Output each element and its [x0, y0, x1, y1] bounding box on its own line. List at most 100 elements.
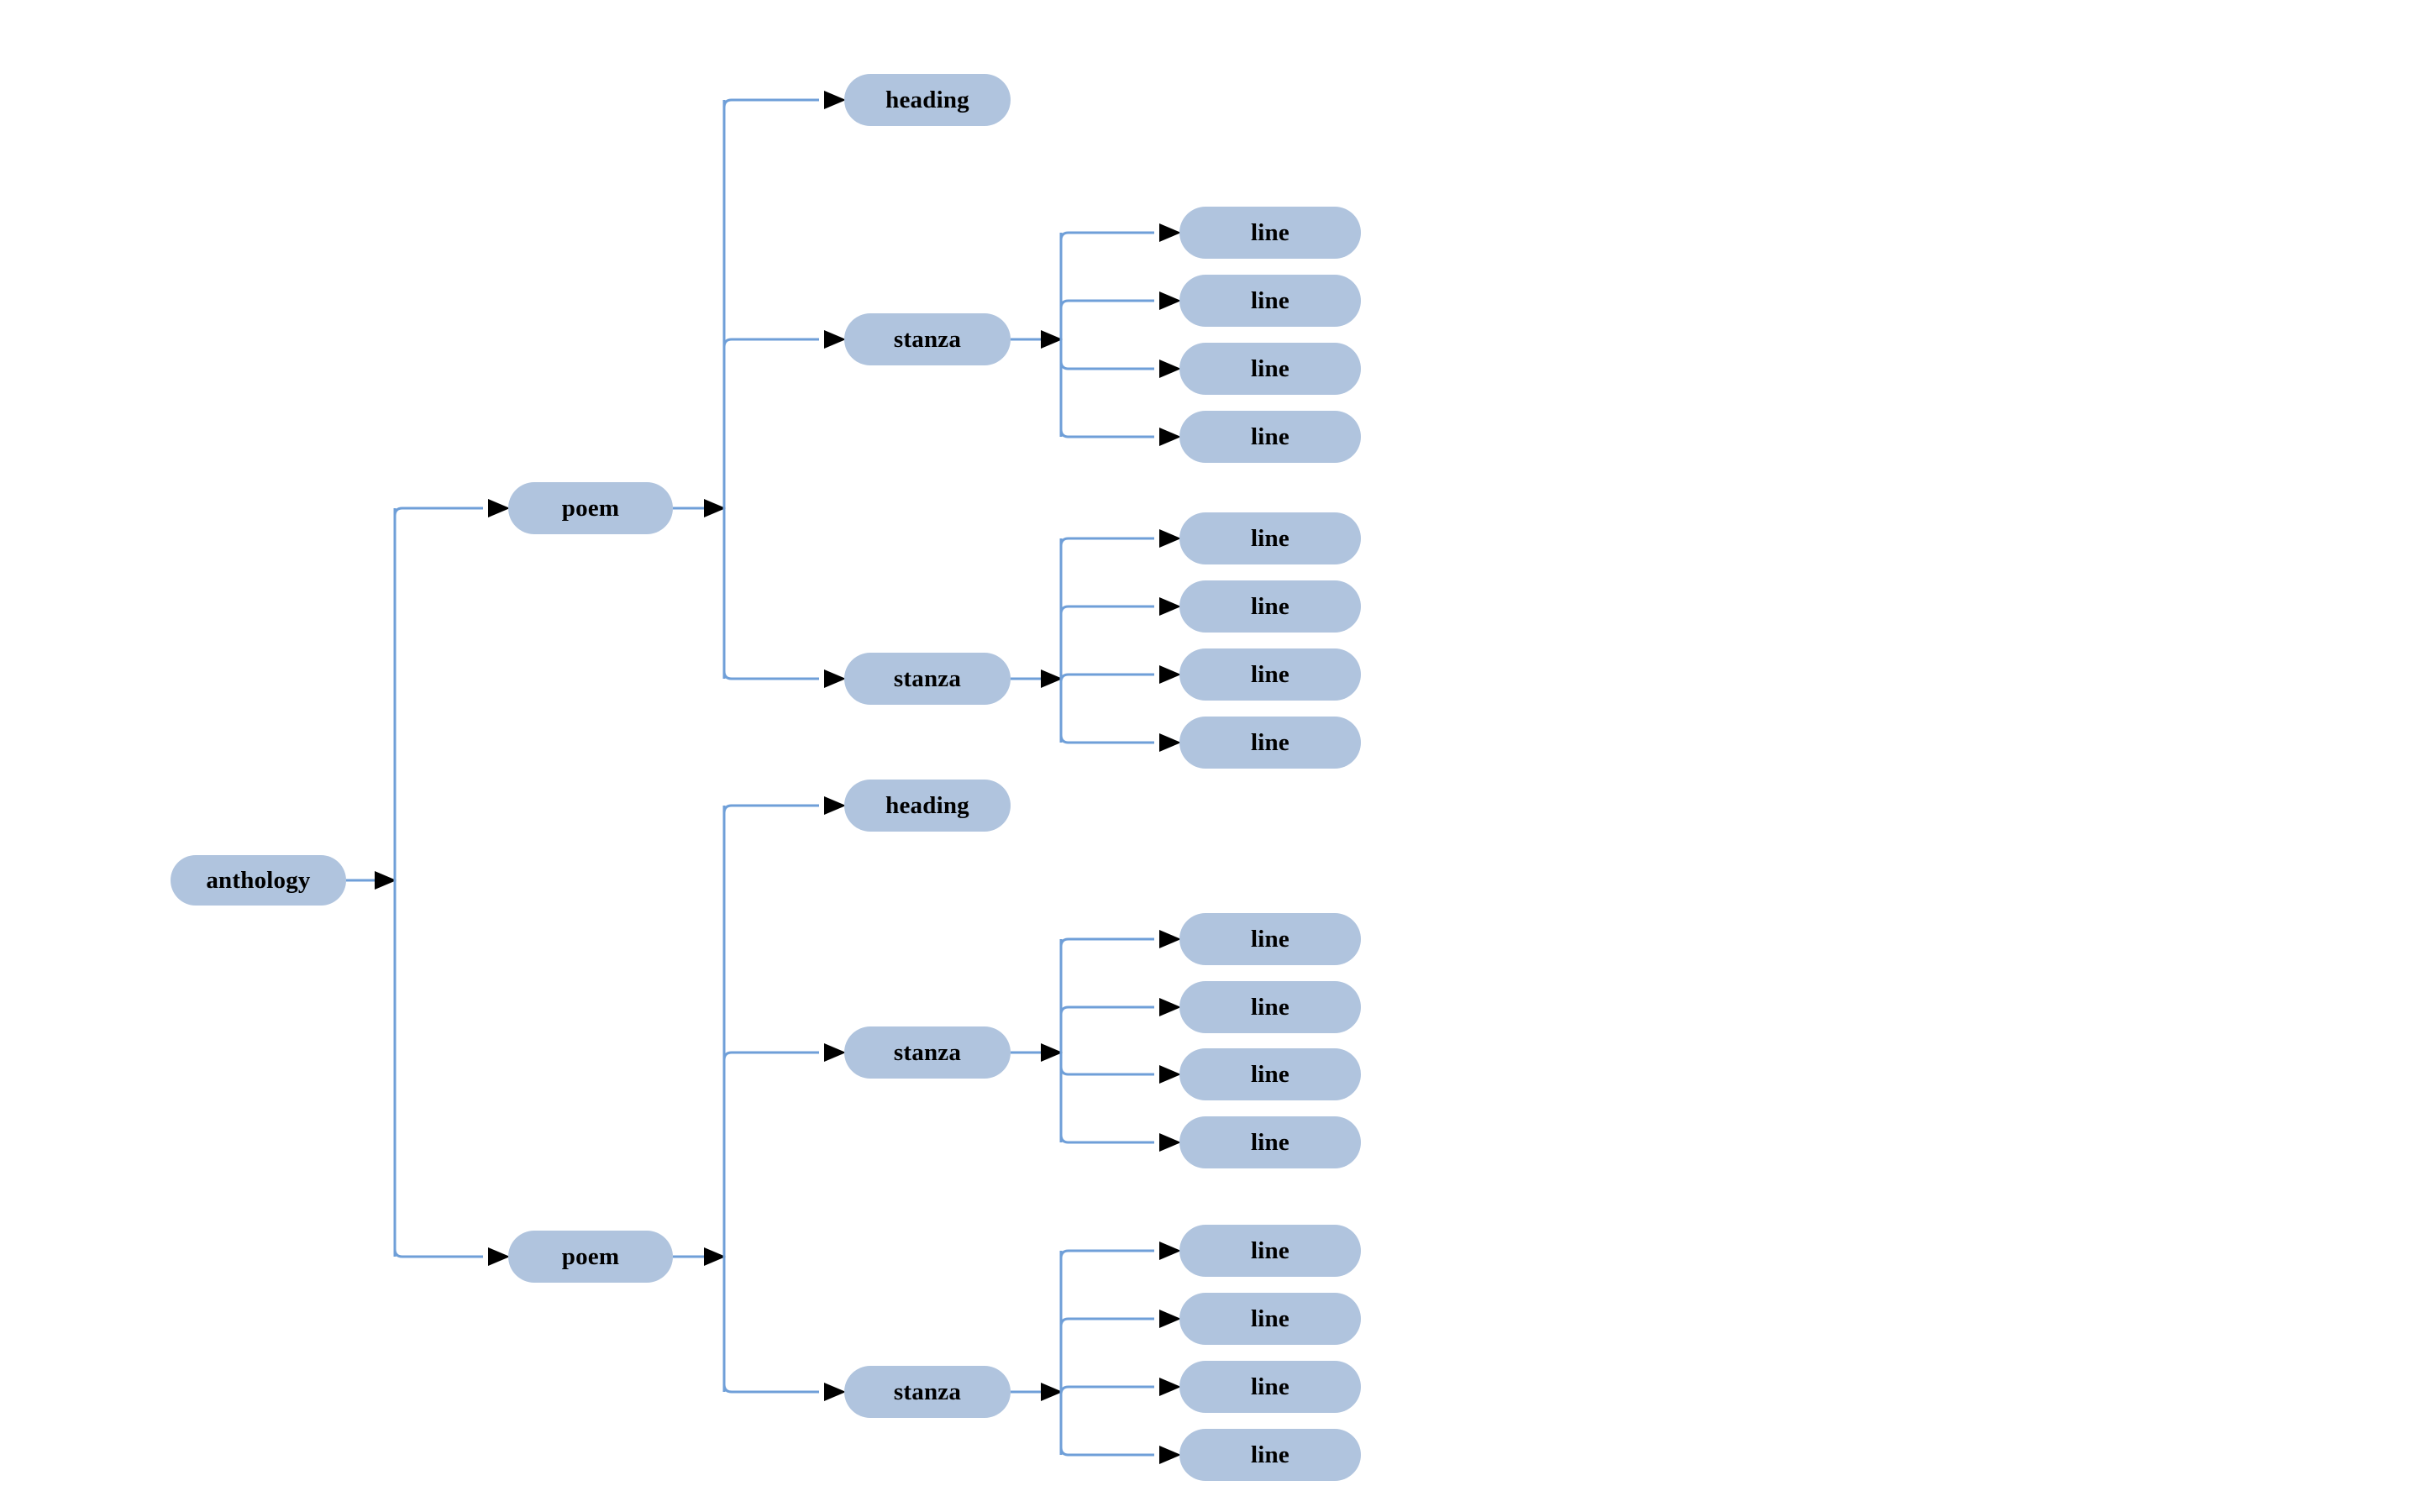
node-line-1-1-4[interactable]: line	[1179, 411, 1361, 463]
arrowhead-trunk-anthology	[375, 871, 397, 890]
node-line-1-2-3[interactable]: line	[1179, 648, 1361, 701]
node-stanza-2-2[interactable]: stanza	[844, 1366, 1011, 1418]
node-label: line	[1251, 1305, 1289, 1332]
node-label: line	[1251, 423, 1289, 450]
node-anthology[interactable]: anthology	[171, 855, 346, 906]
arrowhead-line-1-1-4	[1159, 428, 1181, 446]
node-label: line	[1251, 1128, 1289, 1156]
node-line-2-1-2[interactable]: line	[1179, 981, 1361, 1033]
arrowhead-trunk-stanza-2-1	[1041, 1043, 1063, 1062]
node-label: line	[1251, 993, 1289, 1021]
arrowhead-stanza-1-2	[824, 669, 846, 688]
arrowhead-line-2-1-3	[1159, 1065, 1181, 1084]
edge-stanza-1-1-to-line-1-1-2	[1059, 299, 1154, 309]
arrowhead-line-1-2-3	[1159, 665, 1181, 684]
arrowhead-line-1-2-4	[1159, 733, 1181, 752]
arrowhead-heading-2	[824, 796, 846, 815]
arrowhead-poem-1	[488, 499, 510, 517]
node-line-1-1-2[interactable]: line	[1179, 275, 1361, 327]
arrowhead-line-2-1-1	[1159, 930, 1181, 948]
edge-stanza-1-1-to-line-1-1-1	[1059, 231, 1154, 241]
edge-stanza-2-2-to-line-2-2-2	[1059, 1317, 1154, 1327]
arrowhead-trunk-poem-1	[704, 499, 726, 517]
node-label: line	[1251, 1236, 1289, 1264]
arrowhead-trunk-poem-2	[704, 1247, 726, 1266]
edge-stanza-2-1-to-line-2-1-4	[1059, 1134, 1154, 1144]
node-label: line	[1251, 1373, 1289, 1400]
node-line-1-2-4[interactable]: line	[1179, 717, 1361, 769]
node-label: anthology	[206, 866, 311, 894]
node-label: line	[1251, 286, 1289, 314]
edge-stanza-2-1-to-line-2-1-1	[1059, 937, 1154, 948]
edge-poem-1-to-stanza-1-2	[722, 670, 819, 680]
edge-stanza-1-2-to-line-1-2-1	[1059, 537, 1154, 547]
node-label: stanza	[893, 1378, 962, 1405]
edge-poem-1-to-stanza-1-1	[722, 338, 819, 348]
node-line-2-1-4[interactable]: line	[1179, 1116, 1361, 1168]
edge-stanza-2-2-to-line-2-2-1	[1059, 1249, 1154, 1259]
arrowhead-line-1-1-3	[1159, 360, 1181, 378]
node-label: line	[1251, 592, 1289, 620]
edge-stanza-2-1-to-line-2-1-2	[1059, 1005, 1154, 1016]
node-label: line	[1251, 354, 1289, 382]
arrowhead-line-2-1-4	[1159, 1133, 1181, 1152]
arrowhead-trunk-stanza-1-2	[1041, 669, 1063, 688]
arrowhead-trunk-stanza-1-1	[1041, 330, 1063, 349]
node-label: heading	[885, 791, 969, 819]
node-line-2-2-2[interactable]: line	[1179, 1293, 1361, 1345]
node-label: poem	[561, 494, 620, 522]
node-label: line	[1251, 1441, 1289, 1468]
node-label: line	[1251, 524, 1289, 552]
edge-poem-2-to-stanza-2-1	[722, 1051, 819, 1061]
edge-stanza-1-2-to-line-1-2-2	[1059, 605, 1154, 615]
edge-anthology-to-poem-2	[393, 1248, 483, 1258]
arrowhead-line-1-1-2	[1159, 291, 1181, 310]
node-label: poem	[561, 1242, 620, 1270]
node-stanza-2-1[interactable]: stanza	[844, 1026, 1011, 1079]
arrowhead-line-2-2-1	[1159, 1242, 1181, 1260]
node-label: stanza	[893, 664, 962, 692]
node-label: stanza	[893, 325, 962, 353]
edge-stanza-1-1-to-line-1-1-3	[1059, 360, 1154, 370]
edge-poem-2-to-heading-2	[722, 804, 819, 814]
arrowhead-stanza-2-2	[824, 1383, 846, 1401]
arrowhead-line-2-2-2	[1159, 1310, 1181, 1328]
node-label: line	[1251, 1060, 1289, 1088]
node-label: line	[1251, 728, 1289, 756]
arrowhead-line-1-2-2	[1159, 597, 1181, 616]
edge-poem-1-to-heading-1	[722, 98, 819, 108]
arrowhead-heading-1	[824, 91, 846, 109]
node-heading-1[interactable]: heading	[844, 74, 1011, 126]
arrowhead-trunk-stanza-2-2	[1041, 1383, 1063, 1401]
node-label: line	[1251, 218, 1289, 246]
node-line-2-2-4[interactable]: line	[1179, 1429, 1361, 1481]
node-line-2-1-3[interactable]: line	[1179, 1048, 1361, 1100]
node-line-2-2-1[interactable]: line	[1179, 1225, 1361, 1277]
arrowhead-line-1-2-1	[1159, 529, 1181, 548]
edge-stanza-2-2-to-line-2-2-3	[1059, 1385, 1154, 1395]
arrowhead-line-2-2-3	[1159, 1378, 1181, 1396]
node-line-1-2-2[interactable]: line	[1179, 580, 1361, 633]
edge-stanza-1-2-to-line-1-2-3	[1059, 673, 1154, 683]
arrowhead-stanza-2-1	[824, 1043, 846, 1062]
node-stanza-1-1[interactable]: stanza	[844, 313, 1011, 365]
edge-stanza-2-2-to-line-2-2-4	[1059, 1446, 1154, 1457]
edge-stanza-1-2-to-line-1-2-4	[1059, 734, 1154, 744]
node-line-1-2-1[interactable]: line	[1179, 512, 1361, 564]
node-poem-2[interactable]: poem	[508, 1231, 673, 1283]
node-heading-2[interactable]: heading	[844, 780, 1011, 832]
node-line-1-1-3[interactable]: line	[1179, 343, 1361, 395]
node-line-2-1-1[interactable]: line	[1179, 913, 1361, 965]
node-label: heading	[885, 86, 969, 113]
node-label: line	[1251, 925, 1289, 953]
node-line-2-2-3[interactable]: line	[1179, 1361, 1361, 1413]
node-label: stanza	[893, 1038, 962, 1066]
node-stanza-1-2[interactable]: stanza	[844, 653, 1011, 705]
edge-stanza-2-1-to-line-2-1-3	[1059, 1066, 1154, 1076]
arrowhead-line-2-1-2	[1159, 998, 1181, 1016]
node-poem-1[interactable]: poem	[508, 482, 673, 534]
node-line-1-1-1[interactable]: line	[1179, 207, 1361, 259]
arrowhead-stanza-1-1	[824, 330, 846, 349]
